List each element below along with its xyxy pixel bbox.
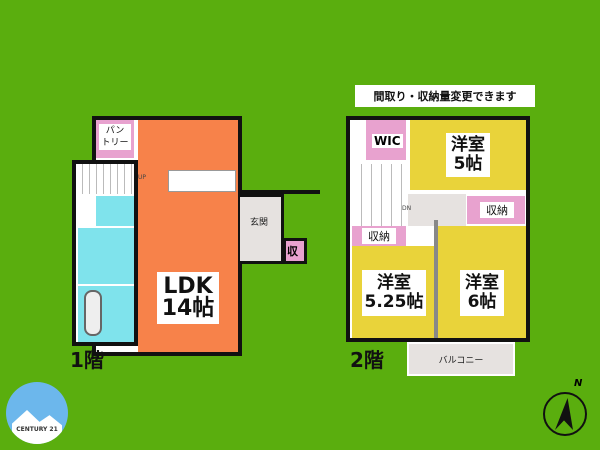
- room-6-name: 洋室: [465, 273, 499, 293]
- century21-logo: CENTURY 21: [6, 382, 68, 444]
- ldk-label: LDK 14帖: [157, 272, 219, 324]
- ldk-up-label: UP: [138, 174, 147, 181]
- logo-text: CENTURY 21: [16, 426, 58, 433]
- floor2-label: 2階: [350, 348, 384, 372]
- ldk-name: LDK: [163, 274, 213, 299]
- north-compass: [543, 392, 587, 436]
- floor1-label: 1階: [70, 348, 104, 372]
- storage-1f: [283, 238, 307, 264]
- entrance: [240, 194, 284, 264]
- kitchen-counter: [168, 170, 236, 192]
- storage-right-label: 収納: [480, 202, 514, 218]
- room-6-label: 洋室 6帖: [460, 270, 504, 316]
- washroom: [78, 228, 134, 284]
- partition-wall: [434, 220, 438, 338]
- dn-label: DN: [402, 205, 412, 212]
- wic-label: WIC: [372, 134, 403, 148]
- room-5-label: 洋室 5帖: [446, 133, 490, 177]
- room-5-name: 洋室: [451, 135, 485, 155]
- wall-extension: [238, 190, 320, 194]
- stairs-1f: [76, 164, 134, 194]
- bathtub: [84, 290, 102, 336]
- balcony: バルコニー: [407, 342, 515, 376]
- room-6-size: 6帖: [467, 292, 497, 312]
- toilet: [96, 196, 134, 226]
- entrance-label: 玄関: [250, 218, 269, 228]
- room-525-label: 洋室 5.25帖: [362, 270, 426, 316]
- north-label: N: [574, 378, 583, 389]
- stairs-2f: [352, 164, 408, 226]
- room-525-name: 洋室: [377, 273, 411, 293]
- pantry-label: パン トリー: [99, 124, 131, 150]
- ldk-size: 14帖: [161, 296, 215, 321]
- room-5-size: 5帖: [453, 154, 483, 174]
- balcony-label: バルコニー: [438, 355, 484, 366]
- room-525-size: 5.25帖: [364, 292, 424, 312]
- banner: 間取り・収納量変更できます: [355, 85, 535, 107]
- north-arrow-icon: [555, 398, 573, 430]
- storage-1f-label: 収: [287, 245, 298, 258]
- storage-left-label: 収納: [362, 228, 396, 244]
